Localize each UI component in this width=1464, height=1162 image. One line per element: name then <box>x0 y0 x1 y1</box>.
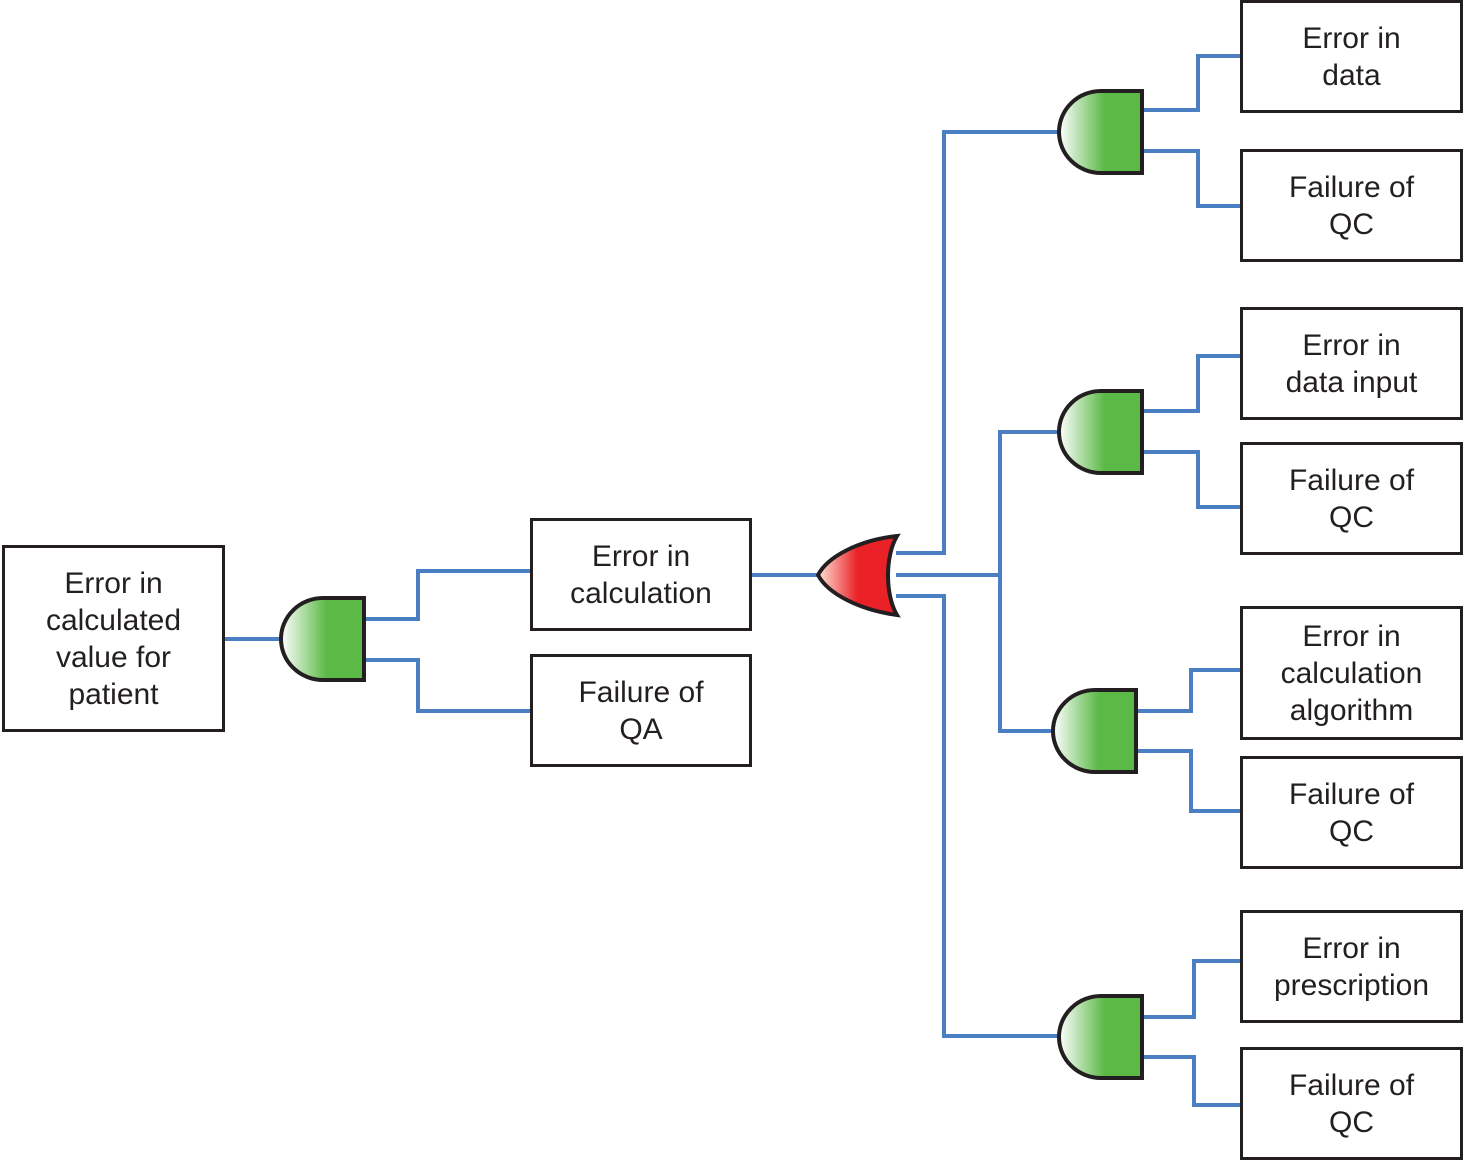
connector-or-gate-to-and-gate-prescription <box>896 594 1060 1038</box>
connector-and-prescription-to-error-in-prescription <box>1142 959 1242 1019</box>
error-in-calculation-label: Error in calculation <box>570 539 712 610</box>
failure-of-qc-box-3: Failure of QC <box>1240 756 1463 869</box>
connector-and-input-to-failure-of-qc-2 <box>1142 450 1242 509</box>
connector-and-algorithm-to-failure-of-qc-3 <box>1136 749 1242 813</box>
connector-or-gate-to-and-gate-data <box>896 130 1060 555</box>
connector-or-gate-to-and-gate-data-input <box>896 430 1060 577</box>
top-event-box: Error in calculated value for patient <box>2 545 225 732</box>
connector-and-gate-to-failure-of-qa <box>364 658 532 713</box>
or-gate-calculation <box>815 533 901 618</box>
connector-and-input-to-error-in-data-input <box>1142 354 1242 413</box>
failure-of-qc-label-2: Failure of QC <box>1288 463 1415 534</box>
error-in-data-input-label: Error in data input <box>1285 328 1418 399</box>
and-gate-algorithm <box>1051 688 1138 774</box>
connector-and-algorithm-to-error-in-algorithm <box>1136 668 1242 713</box>
failure-of-qc-box-2: Failure of QC <box>1240 442 1463 555</box>
error-in-prescription-box: Error in prescription <box>1240 910 1463 1023</box>
and-gate-data <box>1057 89 1144 175</box>
connector-and-data-to-error-in-data <box>1142 54 1242 112</box>
error-in-data-box: Error in data <box>1240 0 1463 113</box>
and-gate-data-input <box>1057 389 1144 475</box>
connector-or-gate-to-and-gate-algorithm <box>998 575 1055 733</box>
error-in-calculation-algorithm-label: Error in calculation algorithm <box>1280 619 1423 727</box>
failure-of-qc-box-1: Failure of QC <box>1240 149 1463 262</box>
connector-and-prescription-to-failure-of-qc-4 <box>1142 1055 1242 1107</box>
failure-of-qc-label-1: Failure of QC <box>1288 170 1415 241</box>
connector-and-gate-to-error-in-calculation <box>364 569 532 621</box>
error-in-prescription-label: Error in prescription <box>1273 931 1430 1002</box>
and-gate-top <box>279 596 366 682</box>
top-event-label: Error in calculated value for patient <box>45 566 182 711</box>
error-in-data-input-box: Error in data input <box>1240 307 1463 420</box>
connector-and-data-to-failure-of-qc-1 <box>1142 149 1242 208</box>
failure-of-qc-label-3: Failure of QC <box>1288 777 1415 848</box>
failure-of-qa-label: Failure of QA <box>578 675 704 746</box>
error-in-calculation-box: Error in calculation <box>530 518 752 631</box>
failure-of-qc-box-4: Failure of QC <box>1240 1047 1463 1160</box>
and-gate-prescription <box>1057 994 1144 1080</box>
failure-of-qa-box: Failure of QA <box>530 654 752 767</box>
error-in-data-label: Error in data <box>1302 21 1401 92</box>
error-in-calculation-algorithm-box: Error in calculation algorithm <box>1240 606 1463 740</box>
failure-of-qc-label-4: Failure of QC <box>1288 1068 1415 1139</box>
